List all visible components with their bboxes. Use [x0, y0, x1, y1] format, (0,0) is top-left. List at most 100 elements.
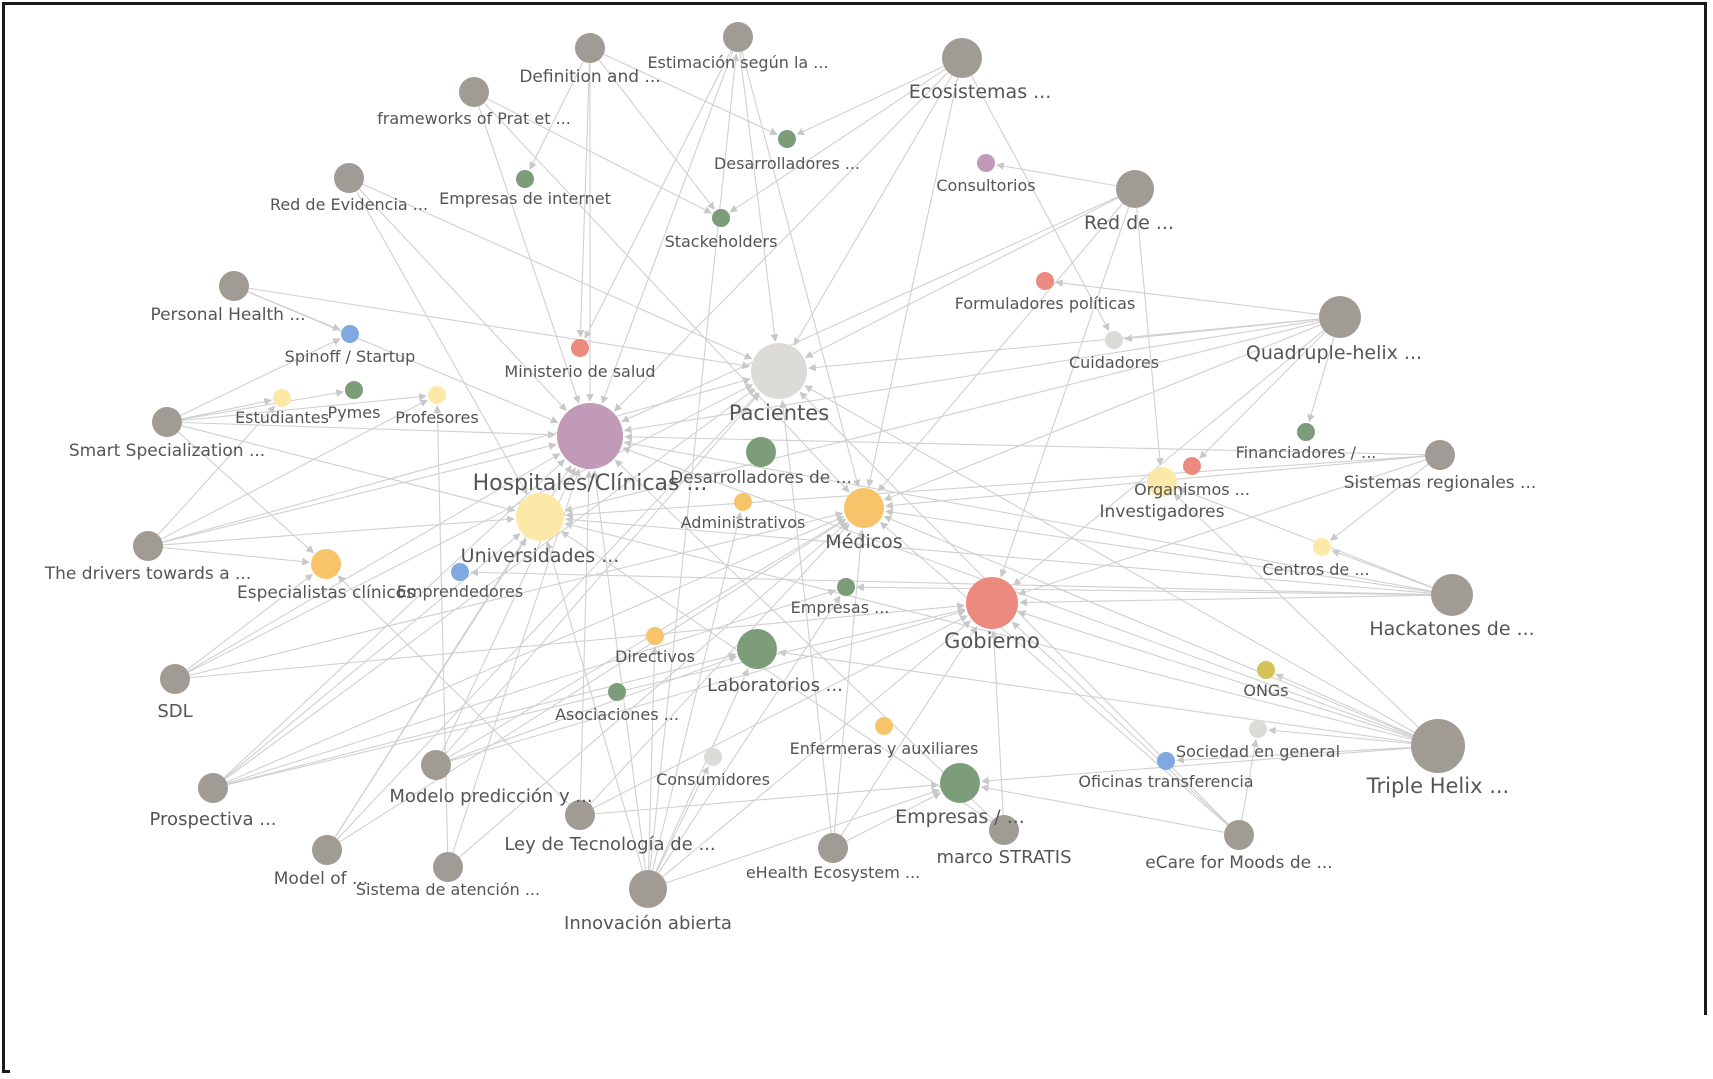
node-investigadores[interactable]	[1147, 467, 1177, 497]
edge-sistemasregionales-to-centros	[1330, 463, 1429, 541]
node-sistemasregionales[interactable]	[1425, 440, 1455, 470]
node-label-reddeevidencia: Red de Evidencia ...	[270, 195, 428, 214]
edge-modelo-to-laboratorios	[449, 655, 738, 761]
node-ecosistemas[interactable]	[942, 38, 982, 78]
node-thedrivers[interactable]	[133, 531, 163, 561]
edge-ehealth-to-gobierno	[840, 625, 978, 836]
node-administrativos[interactable]	[734, 493, 752, 511]
node-label-enfermeras: Enfermeras y auxiliares	[790, 739, 979, 758]
node-modelo[interactable]	[421, 750, 451, 780]
edge-ley-to-medicos	[589, 523, 850, 805]
node-especialistas[interactable]	[311, 549, 341, 579]
node-pymes[interactable]	[345, 381, 363, 399]
node-label-stackeholders: Stackeholders	[665, 232, 778, 251]
node-definition[interactable]	[575, 33, 605, 63]
node-estimacion[interactable]	[723, 22, 753, 52]
node-profesores[interactable]	[428, 386, 446, 404]
node-innovacion[interactable]	[629, 870, 667, 908]
node-label-personalhealth: Personal Health ...	[150, 305, 305, 325]
edge-ecosistemas-to-cuidadores	[971, 75, 1110, 331]
node-financiadores[interactable]	[1297, 423, 1315, 441]
node-label-especialistas: Especialistas clínicos	[237, 583, 415, 603]
node-universidades[interactable]	[516, 493, 564, 541]
node-asociaciones[interactable]	[608, 683, 626, 701]
node-prospectiva[interactable]	[198, 773, 228, 803]
node-desarrolladores1[interactable]	[778, 130, 796, 148]
node-label-empresas2: Empresas / ...	[895, 806, 1025, 828]
node-personalhealth[interactable]	[219, 271, 249, 301]
node-ecare[interactable]	[1224, 820, 1254, 850]
node-hospitales[interactable]	[557, 403, 623, 469]
edge-reddeevidencia-to-pacientes	[362, 183, 753, 360]
edge-hackatones-to-empresas	[856, 583, 1432, 596]
node-consumidores[interactable]	[704, 748, 722, 766]
node-sistemaatencion[interactable]	[433, 852, 463, 882]
node-label-ministerio: Ministerio de salud	[504, 362, 655, 381]
node-pacientes[interactable]	[751, 343, 807, 399]
node-empresas2[interactable]	[940, 763, 980, 803]
node-label-profesores: Profesores	[395, 408, 478, 427]
node-modelof[interactable]	[312, 835, 342, 865]
node-label-investigadores: Investigadores	[1100, 502, 1225, 522]
node-marco[interactable]	[989, 815, 1019, 845]
edge-hackatones-to-centros	[1331, 549, 1433, 589]
node-quadruple[interactable]	[1319, 296, 1361, 338]
node-label-ecosistemas: Ecosistemas ...	[909, 81, 1052, 103]
edge-prospectiva-to-gobierno	[227, 607, 966, 786]
node-empresasinternet[interactable]	[516, 170, 534, 188]
edge-estimacion-to-hospitales	[600, 50, 734, 404]
node-formuladores[interactable]	[1036, 272, 1054, 290]
node-ehealth[interactable]	[818, 833, 848, 863]
node-ministerio[interactable]	[571, 339, 589, 357]
node-oficinas[interactable]	[1157, 752, 1175, 770]
node-label-administrativos: Administrativos	[681, 513, 806, 532]
node-redde[interactable]	[1116, 170, 1154, 208]
node-directivos[interactable]	[646, 627, 664, 645]
node-consultorios[interactable]	[977, 154, 995, 172]
node-label-emprendedores: Emprendedores	[397, 582, 523, 601]
node-spinoff[interactable]	[341, 325, 359, 343]
node-label-universidades: Universidades ...	[461, 545, 620, 567]
node-reddeevidencia[interactable]	[334, 163, 364, 193]
node-gobierno[interactable]	[966, 577, 1018, 629]
edge-ehealth-to-pacientes	[779, 400, 832, 834]
edge-hackatones-to-investigadores	[1177, 487, 1433, 588]
edge-marco-to-gobierno	[989, 630, 1004, 816]
node-emprendedores[interactable]	[451, 563, 469, 581]
edge-ecare-to-sociedad	[1241, 739, 1259, 821]
node-estudiantes[interactable]	[273, 389, 291, 407]
node-cuidadores[interactable]	[1105, 331, 1123, 349]
node-label-pymes: Pymes	[328, 403, 381, 422]
node-ley[interactable]	[565, 800, 595, 830]
node-centros[interactable]	[1313, 538, 1331, 556]
edge-triplehelix-to-sociedad	[1268, 726, 1412, 745]
node-smart[interactable]	[152, 407, 182, 437]
node-label-sistemaatencion: Sistema de atención ...	[356, 880, 540, 899]
node-medicos[interactable]	[844, 488, 884, 528]
edge-smart-to-profesores	[181, 392, 427, 422]
node-label-estudiantes: Estudiantes	[235, 408, 329, 427]
node-organismos[interactable]	[1183, 457, 1201, 475]
node-label-centros: Centros de ...	[1262, 560, 1369, 579]
node-stackeholders[interactable]	[712, 209, 730, 227]
node-label-medicos: Médicos	[825, 531, 902, 553]
node-label-organismos: Organismos ...	[1134, 480, 1250, 499]
edge-innovacion-to-consumidores	[655, 766, 709, 873]
edge-triplehelix-to-gobierno	[1017, 609, 1413, 739]
node-ongs[interactable]	[1257, 661, 1275, 679]
node-desarrolladores2[interactable]	[746, 437, 776, 467]
edge-ecosistemas-to-stackeholders	[729, 68, 946, 213]
node-laboratorios[interactable]	[737, 629, 777, 669]
node-sdl[interactable]	[160, 664, 190, 694]
node-label-gobierno: Gobierno	[944, 629, 1040, 653]
edge-prospectiva-to-hospitales	[223, 459, 565, 779]
node-frameworks[interactable]	[459, 77, 489, 107]
edge-innovacion-to-gobierno	[662, 620, 972, 878]
node-enfermeras[interactable]	[875, 717, 893, 735]
node-hackatones[interactable]	[1431, 574, 1473, 616]
node-triplehelix[interactable]	[1411, 719, 1465, 773]
node-label-ehealth: eHealth Ecosystem ...	[746, 863, 920, 882]
node-label-quadruple: Quadruple-helix ...	[1246, 342, 1422, 364]
node-sociedad[interactable]	[1249, 720, 1267, 738]
node-empresas[interactable]	[837, 578, 855, 596]
